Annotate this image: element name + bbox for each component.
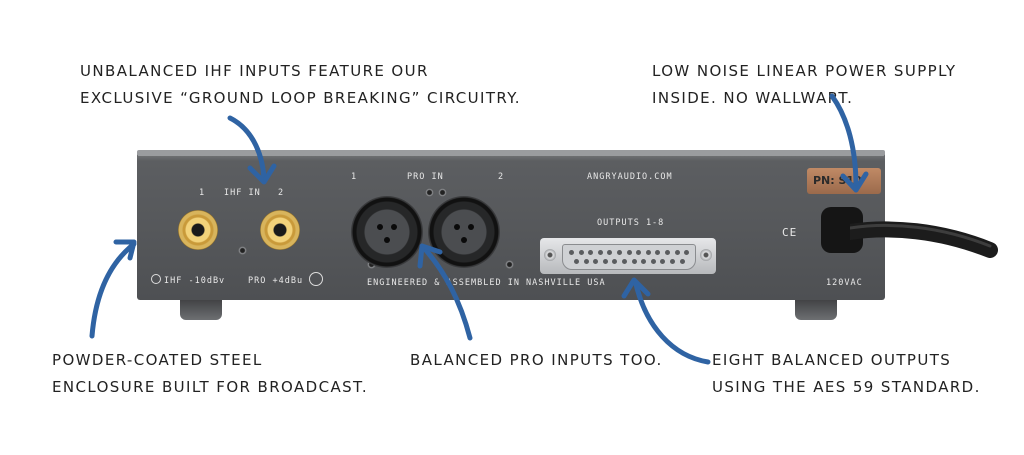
outputs-annotation-line-2: using the AES 59 standard. [712,378,981,396]
db25-pin [645,250,651,255]
rca-1-number: 1 [199,188,206,198]
arrow-to-ihf-inputs [227,115,267,181]
rca-jack-1 [178,210,218,250]
db25-pin [597,250,603,255]
made-in-label: ENGINEERED & ASSEMBLED IN NASHVILLE USA [367,278,606,288]
xlr-pin [384,237,390,243]
db25-pin [583,259,589,264]
db25-screw-post [700,249,712,261]
xlr-2-number: 2 [498,172,505,182]
xlr-jack-2 [428,196,500,268]
ground-screw [238,246,247,255]
db25-pin [578,250,584,255]
xlr-pin [391,224,397,230]
db25-pin [622,259,627,264]
db25-pin [679,259,685,264]
ihf-annotation-line-1: Unbalanced IHF inputs feature our [80,62,429,80]
db25-connector [540,238,716,274]
db25-pin [612,259,618,264]
ihf-inputs-annotation: Unbalanced IHF inputs feature our exclus… [80,58,521,112]
arrow-to-pro-inputs-head [417,243,443,269]
db25-pin [588,250,594,255]
db25-pin [670,259,675,264]
db25-pin [626,250,632,255]
enclosure-annotation: Powder-coated steel enclosure built for … [52,347,368,401]
website-label: ANGRYAUDIO.COM [587,172,673,182]
xlr-screw [505,260,514,269]
outputs-label: OUTPUTS 1-8 [597,218,665,228]
db25-pin [636,250,642,255]
arrow-to-pro-inputs [421,245,473,341]
ihf-level-label: IHF -10dBv [164,276,226,286]
arrow-to-ihf-inputs-head [247,163,277,185]
db25-pin [684,250,690,255]
db25-pin [569,250,574,255]
arrow-to-outputs-head [621,277,651,299]
voltage-label: 120VAC [826,278,863,288]
db25-pin [631,259,637,264]
db25-pin [665,250,670,255]
pro-level-label: PRO +4dBu [248,276,304,286]
xlr-pin [454,224,460,230]
enclosure-annotation-line-1: Powder-coated steel [52,351,263,369]
db25-pin [574,259,579,264]
part-number-label: PN: S10 [807,168,881,194]
rca-jack-2 [260,210,300,250]
arrow-to-outputs [633,281,711,365]
outputs-annotation-line-1: Eight balanced outputs [712,351,952,369]
rca-2-number: 2 [278,188,285,198]
db25-pin [650,259,656,264]
db25-pin [674,250,680,255]
db25-pin [617,250,622,255]
xlr-pin [377,224,383,230]
db25-pin [660,259,666,264]
db25-pin-field [562,244,696,270]
arrow-to-power [829,93,859,189]
xlr-screw [438,188,447,197]
xlr-screw [425,188,434,197]
chassis-top-edge [137,150,885,156]
ground-symbol-icon [151,274,161,284]
pro-annotation-line-1: Balanced Pro inputs too. [410,351,663,369]
arrow-to-enclosure [89,241,137,339]
xlr-1-number: 1 [351,172,358,182]
xlr-jack-1 [351,196,423,268]
rubber-foot [795,298,837,320]
ce-mark: CE [782,226,798,239]
ihf-annotation-line-2: exclusive “ground loop breaking” circuit… [80,89,521,107]
ihf-in-label: IHF IN [224,188,261,198]
arrow-to-enclosure-head [113,239,137,261]
power-annotation-line-1: Low noise linear power supply [652,62,957,80]
db25-screw-post [544,249,556,261]
power-cable [850,221,998,258]
power-supply-annotation: Low noise linear power supply inside. No… [652,58,956,112]
xlr-pin [461,237,467,243]
db25-pin [641,259,647,264]
enclosure-annotation-line-2: enclosure built for broadcast. [52,378,368,396]
outputs-annotation: Eight balanced outputs using the AES 59 … [712,347,981,401]
db25-pin [607,250,613,255]
xlr-pin [468,224,474,230]
db25-pin [593,259,599,264]
pro-inputs-annotation: Balanced Pro inputs too. [410,347,663,374]
arrow-to-power-head [840,171,869,193]
xlr-symbol-icon [309,272,323,286]
rubber-foot [180,298,222,320]
power-annotation-line-2: inside. No wallwart. [652,89,854,107]
db25-pin [655,250,661,255]
db25-pin [602,259,608,264]
pro-in-label: PRO IN [407,172,444,182]
